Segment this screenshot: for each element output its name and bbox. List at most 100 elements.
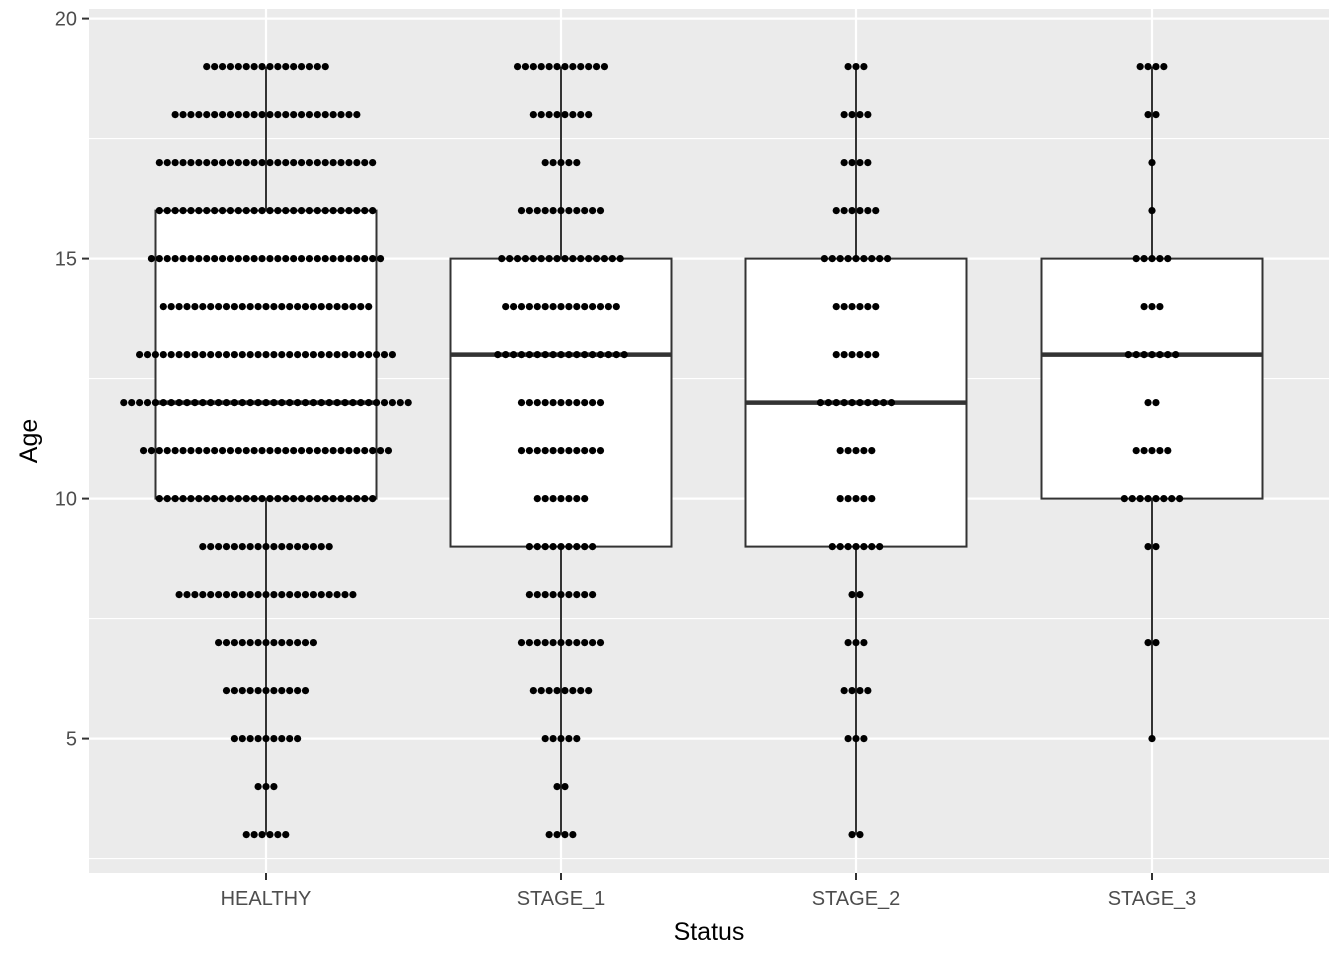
- dot-healthy: [309, 351, 317, 359]
- dot-stage-1: [589, 399, 597, 407]
- dot-stage-1: [585, 687, 593, 695]
- dot-healthy: [294, 687, 302, 695]
- dot-healthy: [361, 495, 369, 503]
- dot-healthy: [290, 255, 298, 263]
- dot-healthy: [222, 303, 231, 311]
- dot-healthy: [313, 495, 321, 503]
- dot-stage-1: [561, 63, 569, 71]
- dot-healthy: [218, 159, 227, 167]
- dot-healthy: [242, 63, 250, 71]
- dot-healthy: [290, 159, 298, 167]
- dot-healthy: [254, 783, 262, 791]
- dot-stage-2: [864, 159, 872, 167]
- dot-healthy: [309, 543, 317, 551]
- dot-stage-2: [864, 351, 872, 359]
- dot-stage-3: [1164, 447, 1172, 455]
- dot-healthy: [226, 255, 235, 263]
- dot-healthy: [136, 399, 144, 407]
- dot-stage-1: [581, 351, 589, 359]
- dot-healthy: [282, 63, 290, 71]
- dot-stage-1: [581, 543, 589, 551]
- dot-stage-2: [864, 399, 872, 407]
- dot-healthy: [349, 303, 357, 311]
- dot-healthy: [365, 399, 373, 407]
- dot-stage-2: [828, 255, 836, 263]
- dot-healthy: [246, 639, 254, 647]
- dot-stage-1: [604, 303, 613, 311]
- dot-healthy: [333, 399, 341, 407]
- dot-stage-3: [1144, 639, 1152, 647]
- dot-stage-2: [852, 543, 860, 551]
- dot-healthy: [325, 303, 333, 311]
- dot-healthy: [147, 447, 156, 455]
- dot-healthy: [384, 447, 393, 455]
- dot-healthy: [167, 303, 175, 311]
- dot-stage-1: [569, 831, 577, 839]
- dot-stage-1: [589, 591, 597, 599]
- dot-healthy: [207, 543, 215, 551]
- dot-healthy: [380, 399, 389, 407]
- dot-stage-1: [517, 447, 526, 455]
- dot-stage-3: [1128, 495, 1136, 503]
- dot-healthy: [278, 639, 286, 647]
- dot-healthy: [357, 351, 365, 359]
- dot-stage-1: [573, 495, 581, 503]
- dot-stage-1: [533, 591, 541, 599]
- dot-healthy: [294, 735, 302, 743]
- dot-healthy: [242, 255, 250, 263]
- dot-healthy: [195, 159, 203, 167]
- x-tick-label: STAGE_2: [812, 888, 901, 910]
- dot-stage-1: [517, 303, 526, 311]
- dot-healthy: [313, 63, 321, 71]
- dot-healthy: [305, 159, 314, 167]
- dot-stage-3: [1152, 495, 1160, 503]
- dot-healthy: [254, 639, 262, 647]
- dot-healthy: [203, 63, 211, 71]
- dot-healthy: [171, 111, 179, 119]
- dot-healthy: [230, 591, 238, 599]
- dot-stage-1: [494, 351, 502, 359]
- dot-healthy: [250, 495, 258, 503]
- dot-healthy: [301, 303, 310, 311]
- dot-healthy: [254, 303, 262, 311]
- dot-healthy: [163, 207, 171, 215]
- dot-healthy: [290, 63, 298, 71]
- dot-stage-1: [517, 639, 526, 647]
- dot-healthy: [321, 495, 329, 503]
- dot-healthy: [159, 303, 167, 311]
- dot-healthy: [222, 399, 231, 407]
- dot-healthy: [179, 255, 187, 263]
- dot-healthy: [329, 495, 337, 503]
- dot-stage-1: [541, 351, 549, 359]
- dot-healthy: [329, 111, 337, 119]
- dot-stage-1: [581, 303, 589, 311]
- dot-healthy: [345, 447, 353, 455]
- dot-healthy: [183, 303, 191, 311]
- dot-stage-3: [1136, 63, 1144, 71]
- dot-healthy: [369, 159, 377, 167]
- dot-healthy: [278, 543, 286, 551]
- dot-healthy: [274, 831, 282, 839]
- dot-healthy: [250, 255, 258, 263]
- dot-healthy: [254, 735, 262, 743]
- dot-stage-1: [549, 399, 557, 407]
- dot-stage-1: [620, 351, 628, 359]
- dot-stage-2: [848, 351, 856, 359]
- dot-healthy: [286, 591, 294, 599]
- dot-healthy: [353, 111, 361, 119]
- dot-stage-3: [1156, 447, 1164, 455]
- dot-healthy: [159, 399, 167, 407]
- dot-stage-1: [517, 351, 526, 359]
- dot-healthy: [262, 543, 270, 551]
- dot-healthy: [278, 687, 286, 695]
- dot-healthy: [278, 735, 286, 743]
- dot-stage-2: [860, 735, 868, 743]
- dot-stage-1: [545, 63, 553, 71]
- dot-healthy: [282, 831, 290, 839]
- dot-healthy: [329, 255, 337, 263]
- dot-healthy: [262, 783, 270, 791]
- dot-healthy: [258, 63, 266, 71]
- dot-healthy: [163, 255, 171, 263]
- dot-stage-1: [589, 543, 597, 551]
- dot-stage-1: [573, 735, 581, 743]
